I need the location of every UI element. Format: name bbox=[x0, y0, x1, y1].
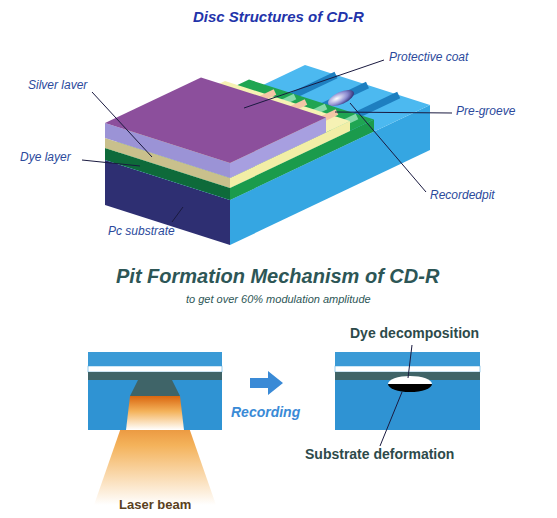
pc-substrate bbox=[105, 65, 430, 245]
diagram-title: Disc Structures of CD-R bbox=[193, 8, 364, 26]
leader-lines-bottom bbox=[380, 345, 412, 446]
leader-lines bbox=[82, 60, 452, 222]
part-label: Silver laver bbox=[28, 78, 87, 92]
part-label: Pre-groeve bbox=[456, 104, 515, 118]
beam-label: Laser beam bbox=[119, 497, 191, 513]
protective-coat bbox=[105, 77, 326, 178]
process-label: Substrate deformation bbox=[305, 446, 454, 463]
cross-section-after bbox=[335, 352, 480, 430]
arrow-label: Recording bbox=[231, 404, 300, 421]
section-heading: Pit Formation Mechanism of CD-R bbox=[116, 264, 439, 288]
process-label: Dye decomposition bbox=[350, 325, 479, 342]
cross-section-before bbox=[88, 352, 222, 505]
part-label: Recordedpit bbox=[430, 188, 495, 202]
subtitle: to get over 60% modulation amplitude bbox=[186, 293, 371, 306]
part-label: Dye layer bbox=[20, 150, 71, 164]
process-arrow bbox=[250, 371, 283, 395]
part-label: Pc substrate bbox=[108, 224, 175, 238]
part-label: Protective coat bbox=[389, 50, 468, 64]
